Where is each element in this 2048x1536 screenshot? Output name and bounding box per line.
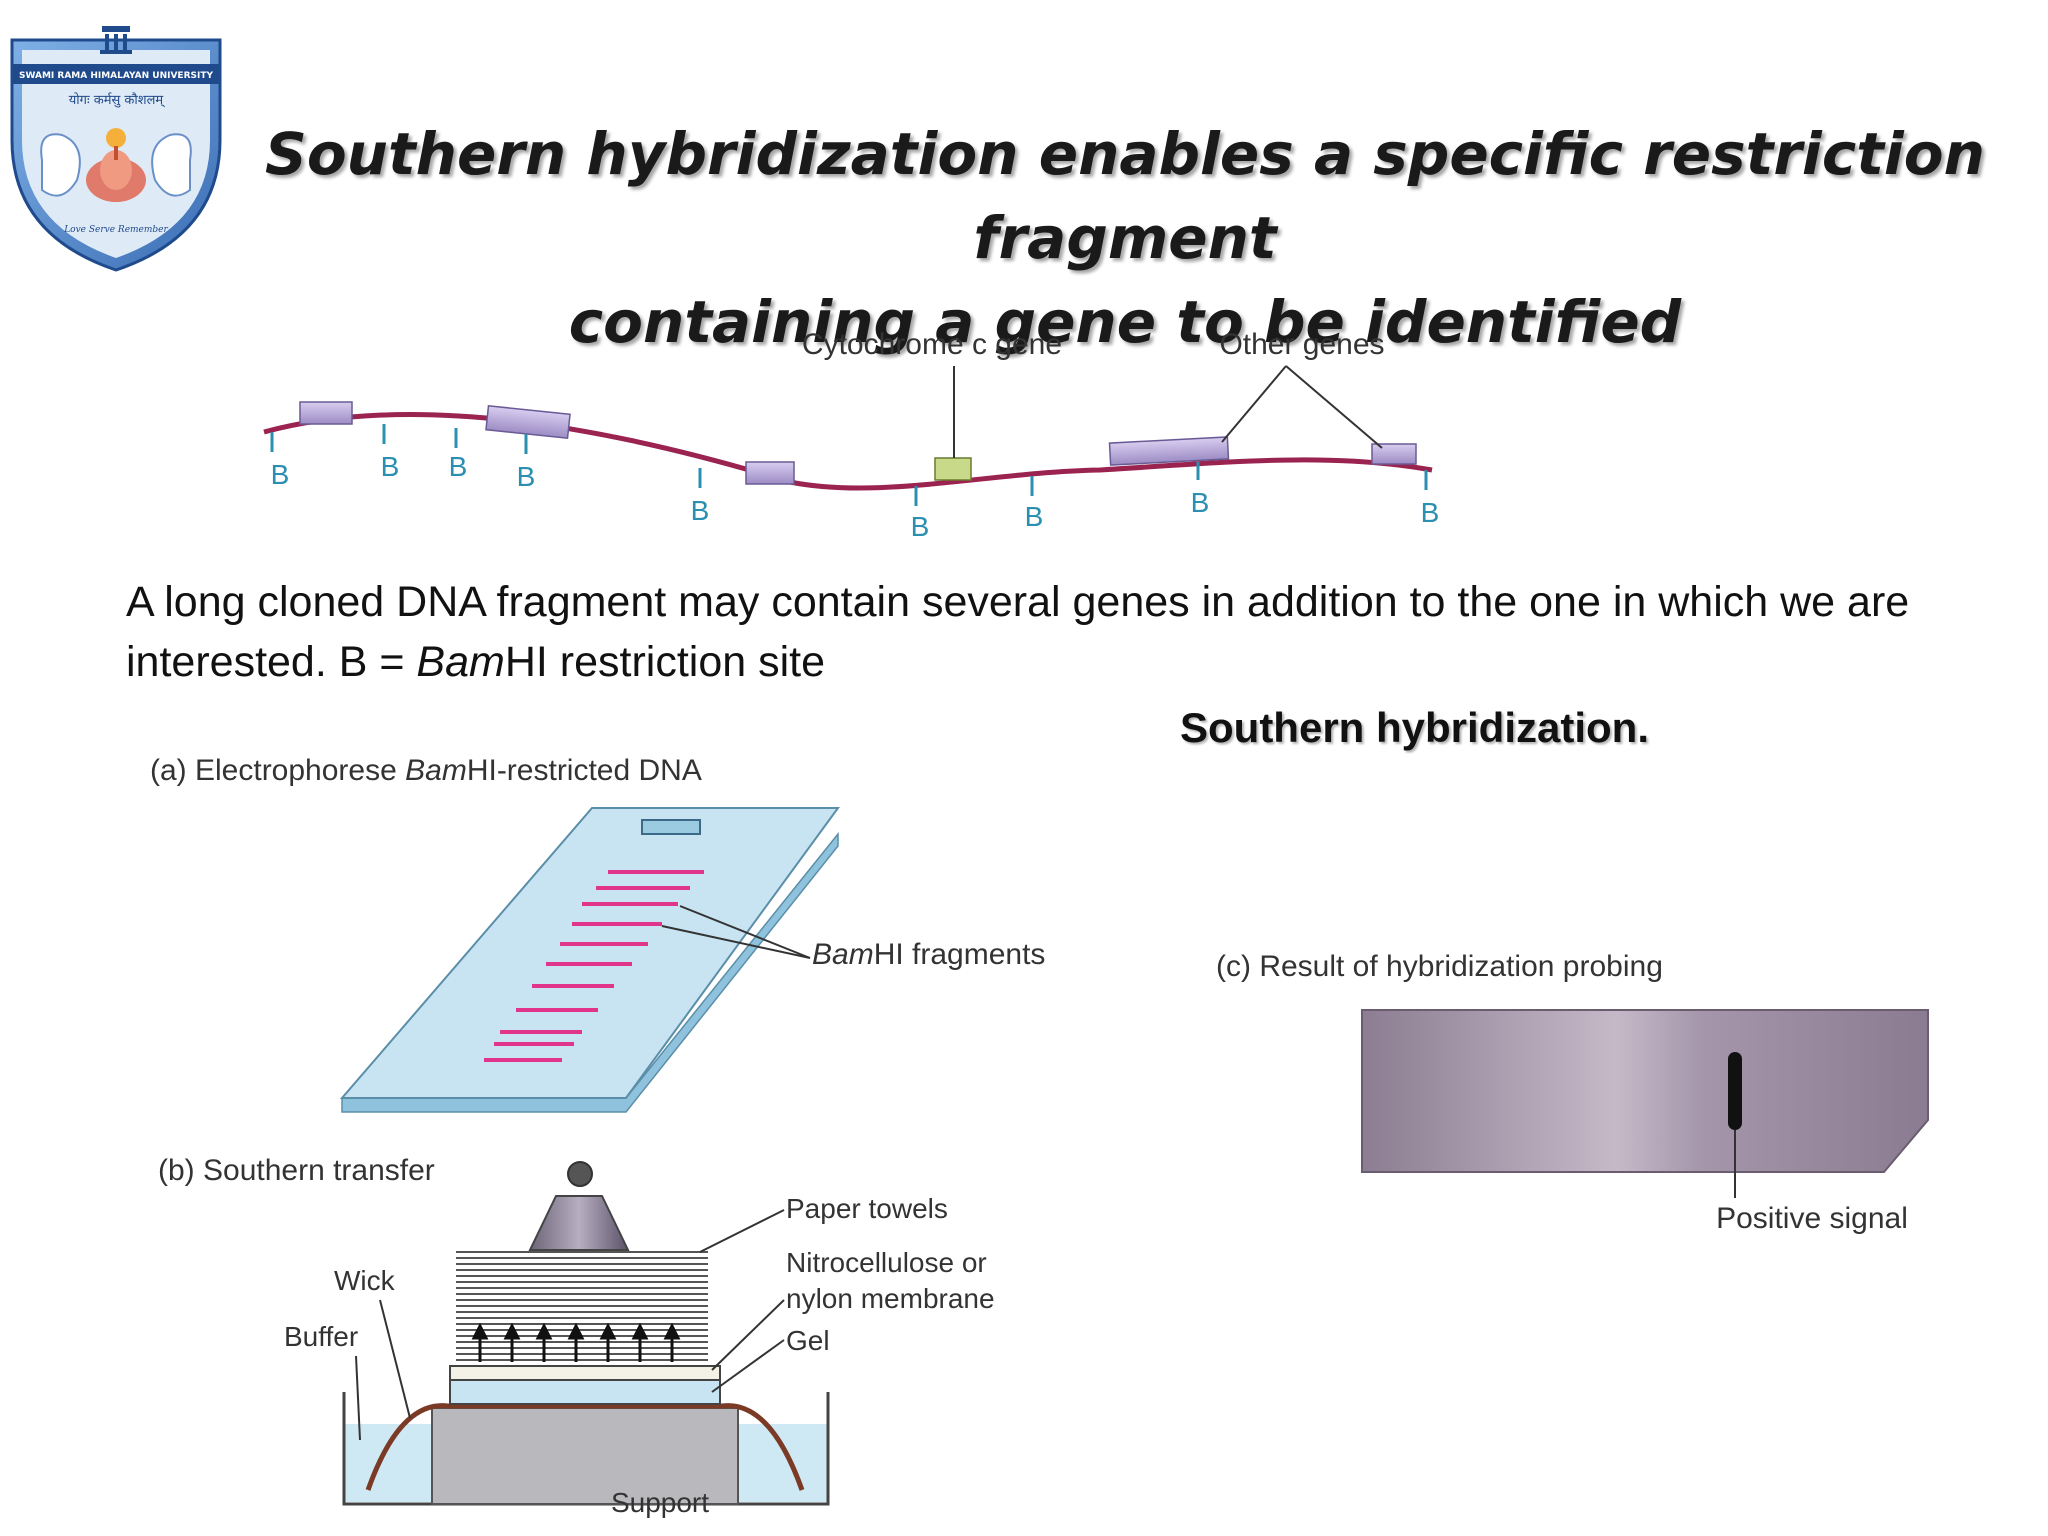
bamhi-fragments-label: BamHI fragments [812, 938, 1045, 971]
gene-box [1108, 436, 1230, 466]
weight [528, 1195, 630, 1251]
panel-b-transfer: (b) Southern transfer [158, 1154, 995, 1518]
dna-map: Cytochrome c gene Other genes B B B B B … [263, 328, 1440, 542]
fragment-pointer [679, 905, 811, 959]
caption-italic: Bam [416, 638, 505, 686]
gene-box [299, 401, 353, 425]
other-genes-pointer [1285, 365, 1383, 449]
fragment-pointer [661, 925, 811, 959]
membrane-layer [449, 1365, 721, 1381]
caption-text-a: A long cloned DNA fragment may contain s… [126, 578, 1910, 686]
caption-text-b: HI restriction site [504, 638, 826, 686]
gene-box [485, 404, 571, 440]
southern-hybridization-heading: Southern hybridization. [1180, 704, 1649, 751]
title-line-2: containing a gene to be identified [568, 288, 1682, 356]
panel-a-label: (a) Electrophorese BamHI-restricted DNA [150, 754, 702, 787]
panel-b-label: (b) Southern transfer [158, 1154, 435, 1187]
support-block [431, 1407, 739, 1505]
buffer-label: Buffer [284, 1321, 358, 1352]
bamhi-site-marker: B [911, 486, 930, 542]
figure-caption: A long cloned DNA fragment may contain s… [126, 572, 2026, 692]
bamhi-site-label: B [1025, 501, 1044, 532]
panel-c-label: (c) Result of hybridization probing [1216, 950, 1663, 983]
bamhi-site-label: B [449, 451, 468, 482]
logo-swans-icon [40, 133, 192, 197]
logo-tagline: Love Serve Remember [63, 225, 168, 235]
title-line-1: Southern hybridization enables a specifi… [265, 120, 1985, 272]
bamhi-site-marker: B [381, 424, 400, 482]
bamhi-site-marker: B [1191, 462, 1210, 518]
membrane-pointer [711, 1299, 785, 1371]
bamhi-site-label: B [911, 511, 930, 542]
gene-box [745, 461, 795, 485]
positive-signal-band [1728, 1052, 1742, 1130]
other-genes-pointer [1221, 365, 1287, 443]
bamhi-site-label: B [1191, 487, 1210, 518]
university-logo: SWAMI RAMA HIMALAYAN UNIVERSITY योगः कर्… [10, 26, 222, 272]
target-gene-box [934, 457, 972, 481]
buffer-pointer [355, 1355, 361, 1441]
bamhi-site-marker: B [1025, 476, 1044, 532]
bamhi-site-label: B [691, 495, 710, 526]
bamhi-site-label: B [381, 451, 400, 482]
bamhi-site-label: B [271, 459, 290, 490]
gel-label: Gel [786, 1325, 830, 1356]
logo-motto: योगः कर्मसु कौशलम् [69, 92, 165, 108]
logo-lotus-icon [86, 128, 146, 202]
gel-well [641, 819, 701, 835]
weight-knob [567, 1161, 593, 1187]
dna-strand [263, 411, 1433, 491]
wick [365, 1403, 805, 1491]
upward-flow-arrows [471, 1322, 681, 1362]
bamhi-site-marker: B [449, 428, 468, 482]
membrane-label-line-2: nylon membrane [786, 1283, 995, 1314]
paper-towel-stack [456, 1251, 708, 1361]
logo-temple-icon [100, 26, 132, 54]
slide-title: Southern hybridization enables a specifi… [230, 112, 2020, 364]
gel-slab-top [339, 807, 840, 1099]
gel-layer [449, 1379, 721, 1405]
gel-pointer [711, 1339, 785, 1393]
panel-c-result: (c) Result of hybridization probing Posi… [1216, 950, 1929, 1235]
positive-signal-label: Positive signal [1716, 1202, 1908, 1235]
bamhi-site-marker: B [1421, 470, 1440, 528]
cytochrome-gene-label: Cytochrome c gene [802, 328, 1062, 361]
membrane-label-line-1: Nitrocellulose or [786, 1247, 987, 1278]
wick-pointer [379, 1299, 411, 1419]
other-genes-label: Other genes [1219, 328, 1384, 361]
bamhi-site-marker: B [270, 432, 290, 490]
autoradiograph-film [1361, 1009, 1929, 1173]
bamhi-site-label: B [517, 461, 536, 492]
paper-towels-label: Paper towels [786, 1193, 948, 1224]
bamhi-site-marker: B [691, 468, 710, 526]
support-label: Support [611, 1487, 709, 1518]
panel-a-gel: (a) Electrophorese BamHI-restricted DNA … [150, 754, 1045, 1113]
dna-bands [484, 870, 704, 1062]
wick-label: Wick [334, 1265, 396, 1296]
bamhi-site-label: B [1421, 497, 1440, 528]
logo-university-name: SWAMI RAMA HIMALAYAN UNIVERSITY [19, 71, 213, 81]
bamhi-site-marker: B [517, 434, 536, 492]
paper-towels-pointer [699, 1209, 785, 1253]
gene-box [1371, 443, 1417, 465]
